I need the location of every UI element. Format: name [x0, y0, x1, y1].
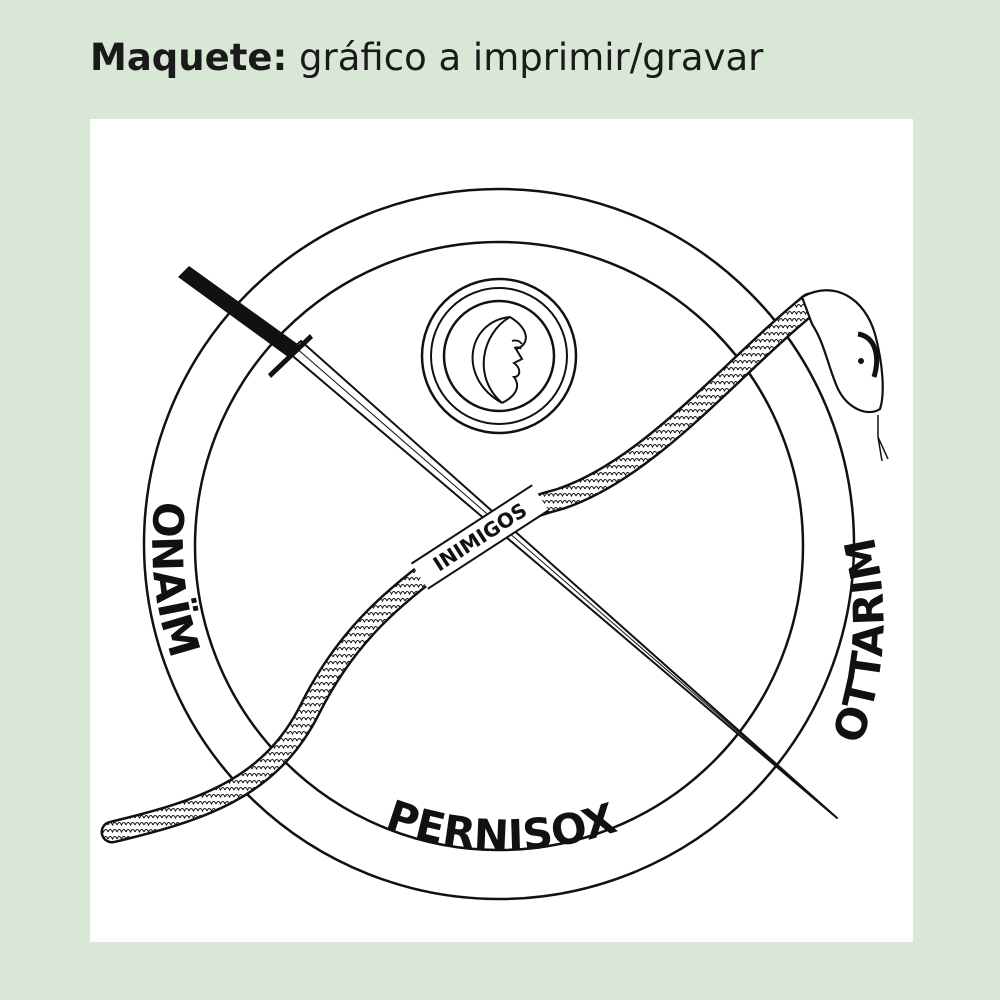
seal-panel: ONAÏM OTTARIM PERNISOX: [90, 119, 913, 942]
bottom-word: PERNISOX: [381, 791, 622, 861]
inner-ring: [193, 240, 805, 852]
seal-drawing: ONAÏM OTTARIM PERNISOX: [100, 187, 894, 901]
sword-hilt: [178, 266, 299, 357]
page-title: Maquete: gráfico a imprimir/gravar: [90, 36, 763, 79]
right-word: OTTARIM: [823, 534, 893, 749]
title-text: gráfico a imprimir/gravar: [287, 36, 764, 79]
snake: INIMIGOS: [100, 289, 889, 844]
outer-ring: [142, 187, 856, 901]
snake-tongue: [877, 415, 889, 462]
sword: [178, 266, 838, 819]
title-label: Maquete:: [90, 36, 288, 79]
crescent-moon-icon: [471, 316, 527, 404]
sword-crossguard: [268, 334, 313, 378]
snake-eye-icon: [858, 358, 864, 364]
moon-medallion: [420, 277, 578, 435]
left-word: ONAÏM: [142, 500, 209, 662]
snake-head: [800, 289, 889, 462]
